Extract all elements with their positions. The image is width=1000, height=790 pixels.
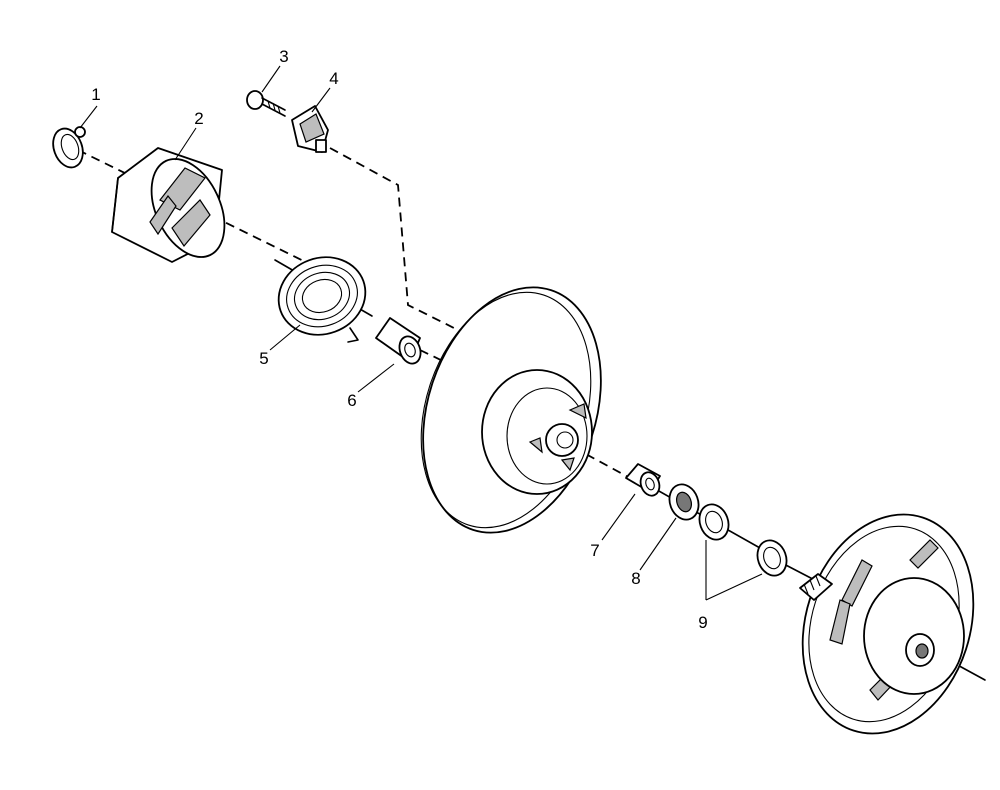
cam-roller bbox=[291, 105, 329, 153]
washer bbox=[668, 483, 700, 521]
callout-1: 1 bbox=[91, 85, 100, 104]
shim-washers bbox=[698, 503, 788, 577]
spring bbox=[277, 256, 367, 343]
callout-labels: 1 2 3 4 5 6 7 8 9 bbox=[91, 47, 707, 632]
callout-6: 6 bbox=[347, 391, 356, 410]
leader-lines bbox=[79, 65, 763, 601]
moveable-sheave bbox=[420, 286, 602, 534]
callout-8: 8 bbox=[631, 569, 640, 588]
callout-9: 9 bbox=[698, 613, 707, 632]
helix-cam bbox=[111, 147, 226, 263]
bushing bbox=[375, 317, 422, 365]
callout-3: 3 bbox=[279, 47, 288, 66]
callout-7: 7 bbox=[590, 541, 599, 560]
snap-ring bbox=[52, 126, 86, 169]
callout-2: 2 bbox=[194, 109, 203, 128]
callout-4: 4 bbox=[329, 69, 338, 88]
screw bbox=[246, 90, 286, 117]
stationary-sheave bbox=[799, 513, 975, 735]
small-bushing bbox=[625, 463, 661, 497]
roller-guide-line bbox=[329, 147, 471, 337]
callout-5: 5 bbox=[259, 349, 268, 368]
